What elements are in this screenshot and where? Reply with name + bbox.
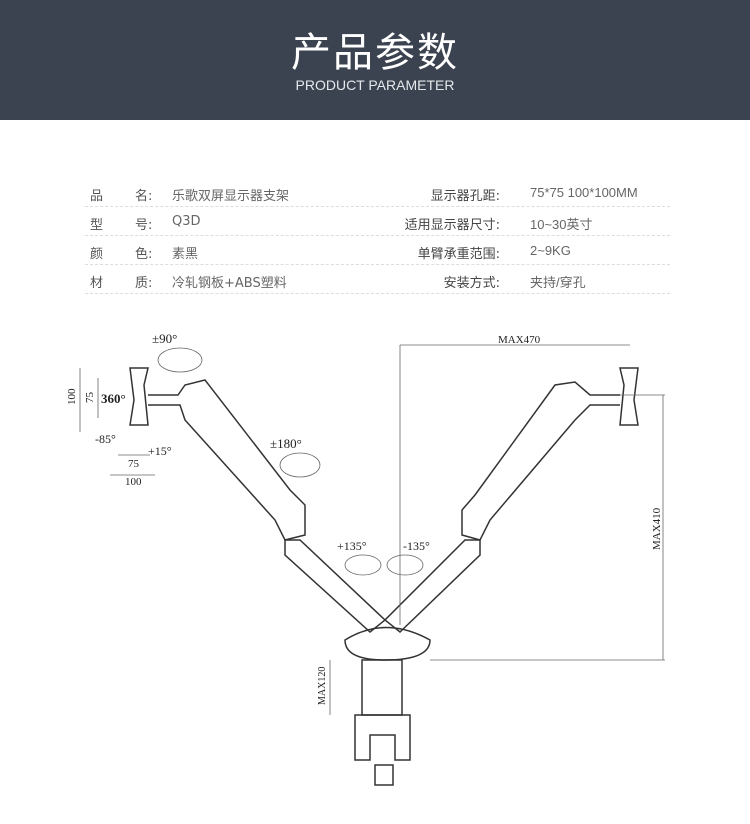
label-tilt-swivel: ±90° — [152, 331, 177, 346]
left-lower-arm — [284, 539, 387, 633]
spec-key: 质: — [135, 276, 153, 291]
clamp-knob — [374, 764, 394, 786]
label-max-height: MAX410 — [651, 507, 663, 550]
spec-key: 色: — [135, 247, 153, 262]
base — [344, 626, 431, 661]
spec-value: 2~9KG — [530, 243, 571, 258]
right-lower-arm — [383, 539, 481, 633]
spec-key: 单臂承重范围: — [417, 247, 500, 262]
label-left-rotate: +135° — [337, 539, 367, 553]
clamp — [354, 714, 411, 761]
spec-value: 10~30英寸 — [530, 217, 593, 232]
spec-key: 适用显示器尺寸: — [404, 218, 500, 233]
left-upper-arm — [148, 379, 306, 541]
label-vesa-h1: 100 — [66, 388, 78, 405]
spec-row: 型 号: Q3D 适用显示器尺寸: 10~30英寸 — [85, 207, 670, 236]
spec-value: 冷轧钢板+ABS塑料 — [172, 276, 287, 291]
label-vesa-h2: 75 — [84, 392, 96, 404]
spec-key: 颜 — [90, 247, 104, 262]
label-right-rotate: -135° — [403, 539, 430, 553]
spec-key: 号: — [135, 218, 153, 233]
header-banner: 产品参数 PRODUCT PARAMETER — [0, 0, 750, 120]
spec-table: 品 名: 乐歌双屏显示器支架 显示器孔距: 75*75 100*100MM 型 号: Q3D… — [85, 178, 670, 294]
spec-key: 名: — [135, 189, 153, 204]
label-tilt-up: +15° — [148, 444, 172, 458]
spec-key: 安装方式: — [443, 276, 500, 291]
spec-row: 颜 色: 素黑 单臂承重范围: 2~9KG — [85, 236, 670, 265]
right-upper-arm — [461, 381, 620, 541]
spec-row: 材 质: 冷轧钢板+ABS塑料 安装方式: 夹持/穿孔 — [85, 265, 670, 294]
page-subtitle: PRODUCT PARAMETER — [295, 77, 455, 93]
spec-row: 品 名: 乐歌双屏显示器支架 显示器孔距: 75*75 100*100MM — [85, 178, 670, 207]
label-arm-rotate: ±180° — [270, 436, 302, 451]
spec-key: 型 — [90, 218, 104, 233]
spec-key: 品 — [90, 189, 104, 204]
spec-value: 75*75 100*100MM — [530, 185, 638, 200]
label-vesa-w2: 100 — [125, 476, 142, 488]
label-max-reach: MAX470 — [498, 334, 541, 346]
label-max-clamp: MAX120 — [317, 667, 328, 705]
left-vesa-plate — [129, 367, 149, 426]
label-tilt-down: -85° — [95, 432, 116, 446]
spec-key: 材 — [90, 276, 104, 291]
label-rotate: 360° — [101, 391, 126, 406]
right-vesa-plate — [619, 367, 639, 426]
spec-value: 夹持/穿孔 — [530, 275, 586, 290]
pole — [361, 659, 403, 716]
monitor-arm-diagram: ±90° 360° 100 75 -85° +15° 75 100 ±180° … — [66, 331, 665, 786]
spec-value: 乐歌双屏显示器支架 — [172, 189, 290, 204]
spec-value: Q3D — [172, 214, 201, 229]
page-title: 产品参数 — [291, 30, 459, 76]
spec-value: 素黑 — [172, 247, 199, 262]
label-vesa-w1: 75 — [128, 458, 140, 470]
spec-key: 显示器孔距: — [430, 189, 500, 204]
